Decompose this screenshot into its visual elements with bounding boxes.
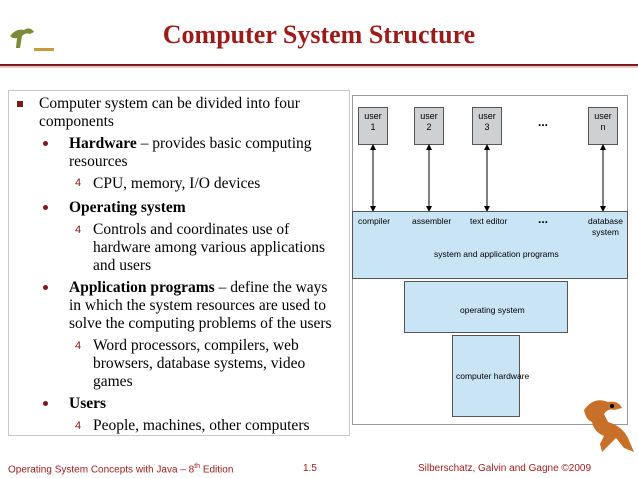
bullet-dot bbox=[43, 141, 48, 146]
dinosaur-logo-icon bbox=[10, 28, 54, 51]
footer-authors: Silberschatz, Galvin and Gagne ©2009 bbox=[418, 463, 592, 474]
app-label-compiler: compiler bbox=[358, 216, 391, 226]
sub-bullet-apps-line-2: browsers, database systems, video bbox=[93, 355, 306, 372]
layer-label-operating-system: operating system bbox=[460, 305, 525, 315]
bullet-text-box: Computer system can be divided into four… bbox=[8, 90, 350, 436]
user-arrows bbox=[370, 144, 606, 212]
footer-ordinal: th bbox=[194, 463, 201, 470]
bullet-square bbox=[17, 101, 23, 107]
application-programs-layer bbox=[352, 211, 628, 279]
user-label: user bbox=[420, 111, 438, 121]
application-programs-desc: – define the ways bbox=[214, 279, 328, 296]
bullet-dot bbox=[43, 285, 48, 290]
footer-course-title: Operating System Concepts with Java – 8t… bbox=[8, 463, 233, 475]
bullet-dot bbox=[43, 401, 48, 406]
sub-bullet-hardware: CPU, memory, I/O devices bbox=[93, 175, 261, 192]
sub-bullet-apps-line-3: games bbox=[93, 373, 133, 390]
bullet-main-line-1: Computer system can be divided into four bbox=[39, 95, 300, 112]
user-label: user bbox=[364, 111, 382, 121]
title-divider bbox=[0, 64, 638, 66]
app-label-text-editor: text editor bbox=[470, 216, 508, 226]
bullet-dot bbox=[43, 205, 48, 210]
sub-bullet-marker: 4 bbox=[75, 177, 82, 189]
hardware-desc: – provides basic computing bbox=[136, 135, 312, 152]
bullet-hardware: Hardware – provides basic computing bbox=[69, 135, 312, 153]
application-programs-term: Application programs bbox=[69, 279, 215, 296]
bullet-application-programs: Application programs – define the ways bbox=[69, 279, 327, 297]
sub-bullet-apps-line-1: Word processors, compilers, web bbox=[93, 337, 299, 354]
user-number: 3 bbox=[484, 122, 490, 132]
sub-bullet-os-line-3: and users bbox=[93, 257, 152, 274]
user-number: 1 bbox=[370, 122, 376, 132]
app-label-assembler: assembler bbox=[412, 216, 452, 226]
dinosaur-mascot-icon bbox=[584, 400, 634, 452]
footer-page-number: 1.5 bbox=[303, 463, 317, 474]
footer-book: Operating System Concepts with Java – 8 bbox=[8, 464, 195, 476]
app-label-system: system bbox=[592, 227, 619, 237]
sub-bullet-marker: 4 bbox=[75, 420, 82, 432]
user-label: user bbox=[478, 111, 496, 121]
bullet-operating-system: Operating system bbox=[69, 199, 186, 216]
users-ellipsis: ... bbox=[538, 115, 549, 129]
bullet-application-line-2: in which the system resources are used t… bbox=[69, 297, 326, 314]
footer-edition: Edition bbox=[200, 464, 234, 476]
layer-label-computer-hardware: computer hardware bbox=[456, 371, 530, 381]
bullet-main-line-2: components bbox=[39, 113, 114, 130]
sub-bullet-os-line-2: hardware among various applications bbox=[93, 239, 325, 256]
title-divider-shadow bbox=[0, 66, 638, 68]
app-label-database: database bbox=[588, 216, 623, 226]
computer-hardware-layer bbox=[452, 335, 520, 417]
sub-bullet-os-line-1: Controls and coordinates use of bbox=[93, 221, 290, 238]
bullet-application-line-3: solve the computing problems of the user… bbox=[69, 315, 332, 332]
apps-ellipsis: ... bbox=[538, 212, 549, 226]
operating-system-layer bbox=[404, 281, 568, 333]
layer-label-system-application: system and application programs bbox=[434, 249, 559, 259]
user-number: n bbox=[600, 122, 606, 132]
sub-bullet-marker: 4 bbox=[75, 224, 82, 236]
bullet-users: Users bbox=[69, 395, 107, 412]
user-number: 2 bbox=[426, 122, 432, 132]
bullet-hardware-line-2: resources bbox=[69, 153, 128, 170]
hardware-term: Hardware bbox=[69, 135, 137, 152]
sub-bullet-marker: 4 bbox=[75, 340, 82, 352]
sub-bullet-users: People, machines, other computers bbox=[93, 417, 310, 434]
user-label: user bbox=[594, 111, 612, 121]
slide-title: Computer System Structure bbox=[162, 20, 476, 49]
